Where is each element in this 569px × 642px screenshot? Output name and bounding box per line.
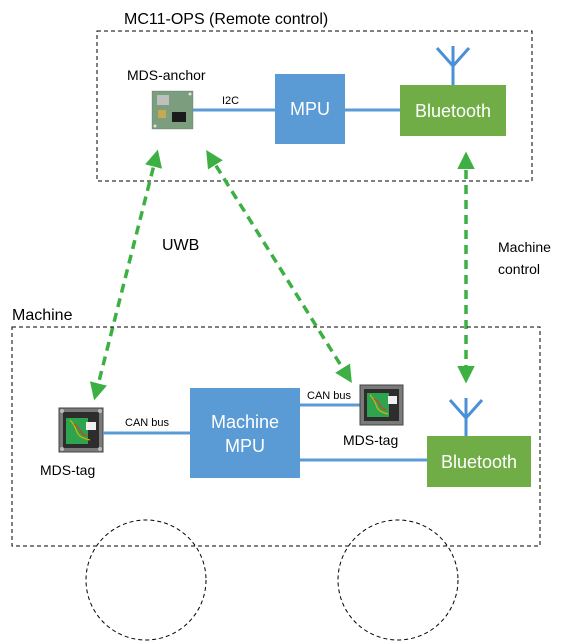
mpu-label: MPU [290,99,330,119]
machine-control-label-line1: Machine [498,239,551,255]
remote-control-frame [96,30,533,182]
uwb-link-anchor-to-left-tag [89,149,163,401]
mds-tag-right-label: MDS-tag [343,432,398,448]
remote-bluetooth-box [400,85,506,136]
uwb-link-anchor-to-right-tag [206,150,352,383]
i2c-label: I2C [222,95,239,107]
mds-anchor-module-image [151,90,194,130]
machine-mpu-box [190,388,300,478]
mpu-box [275,74,345,144]
wheel-left [85,519,207,641]
mds-tag-left-image [58,407,104,453]
machine-mpu-label-line1: Machine [211,412,279,432]
can-bus-right-label: CAN bus [307,390,352,402]
remote-bluetooth-label: Bluetooth [415,101,491,121]
machine-title: Machine [12,307,73,324]
mds-tag-left-label: MDS-tag [40,462,95,478]
remote-antenna-icon [435,46,471,85]
machine-frame [11,326,541,547]
machine-mpu-label-line2: MPU [225,436,265,456]
mds-tag-right-image [359,384,404,426]
mds-anchor-label: MDS-anchor [127,67,206,83]
can-bus-left-label: CAN bus [125,417,170,429]
machine-bluetooth-box [427,436,531,487]
wheel-right [337,519,459,641]
machine-antenna-icon [448,398,484,436]
machine-control-label-line2: control [498,261,540,277]
remote-control-title: MC11-OPS (Remote control) [124,11,328,28]
machine-bluetooth-label: Bluetooth [441,452,517,472]
uwb-label: UWB [162,237,199,254]
